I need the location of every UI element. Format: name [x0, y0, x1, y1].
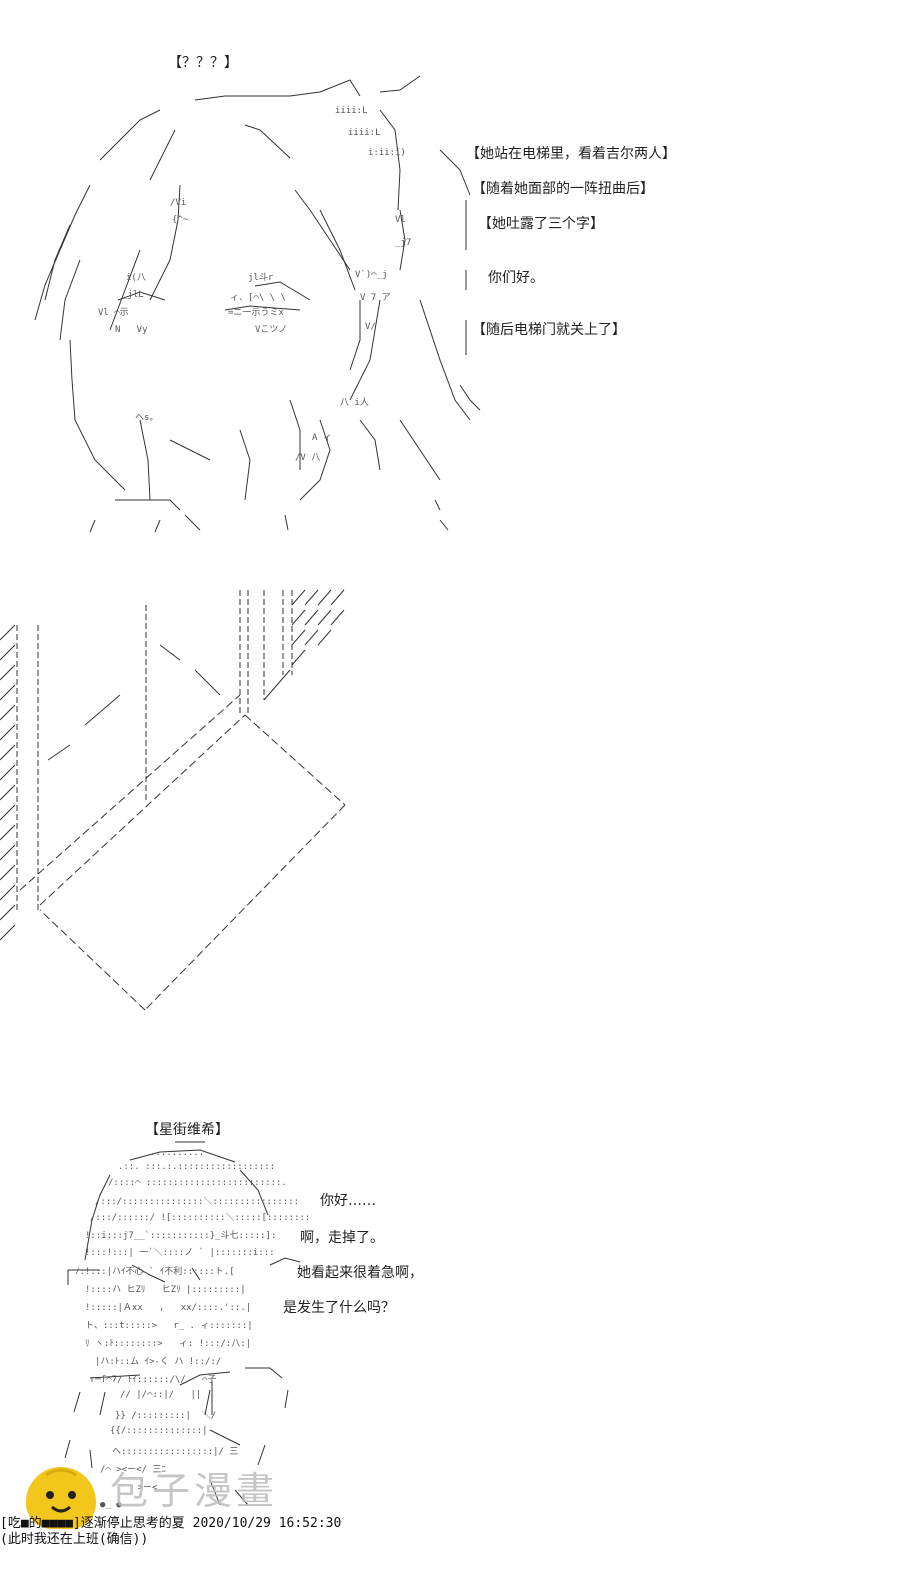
watermark-text: 包子漫畫 — [110, 1469, 279, 1513]
footer-note-line: (此时我还在上班(确信)) — [0, 1532, 149, 1547]
narration-2: 【随着她面部的一阵扭曲后】 — [472, 181, 654, 197]
dialogue-hello: 你好…… — [320, 1193, 376, 1209]
narration-3: 【她吐露了三个字】 — [478, 216, 604, 232]
portrait-ascii-fragments: iiii:L iiii:L i:ii:i) /Vi {^~ i(八 _jlL V… — [98, 106, 412, 463]
speaker-label-suisei: 【星街维希】 — [145, 1122, 229, 1138]
dialogue-question: 是发生了什么吗？ — [283, 1300, 395, 1316]
dialogue-left: 啊，走掉了。 — [300, 1230, 384, 1246]
speaker-label-unknown: 【？？？】 — [168, 55, 238, 71]
elevator-door-line-art — [0, 589, 346, 1011]
watermark-logo-icon — [26, 1467, 96, 1529]
dialogue-greeting: 你们好。 — [488, 270, 544, 286]
narration-1: 【她站在电梯里，看着吉尔两人】 — [466, 146, 676, 162]
narration-4: 【随后电梯门就关上了】 — [472, 322, 626, 338]
portrait-line-art — [34, 75, 481, 533]
dialogue-hurry: 她看起来很着急啊， — [297, 1265, 423, 1281]
footer-author-line: [吃■的■■■■]逐渐停止思考的夏 2020/10/29 16:52:30 — [0, 1516, 342, 1531]
